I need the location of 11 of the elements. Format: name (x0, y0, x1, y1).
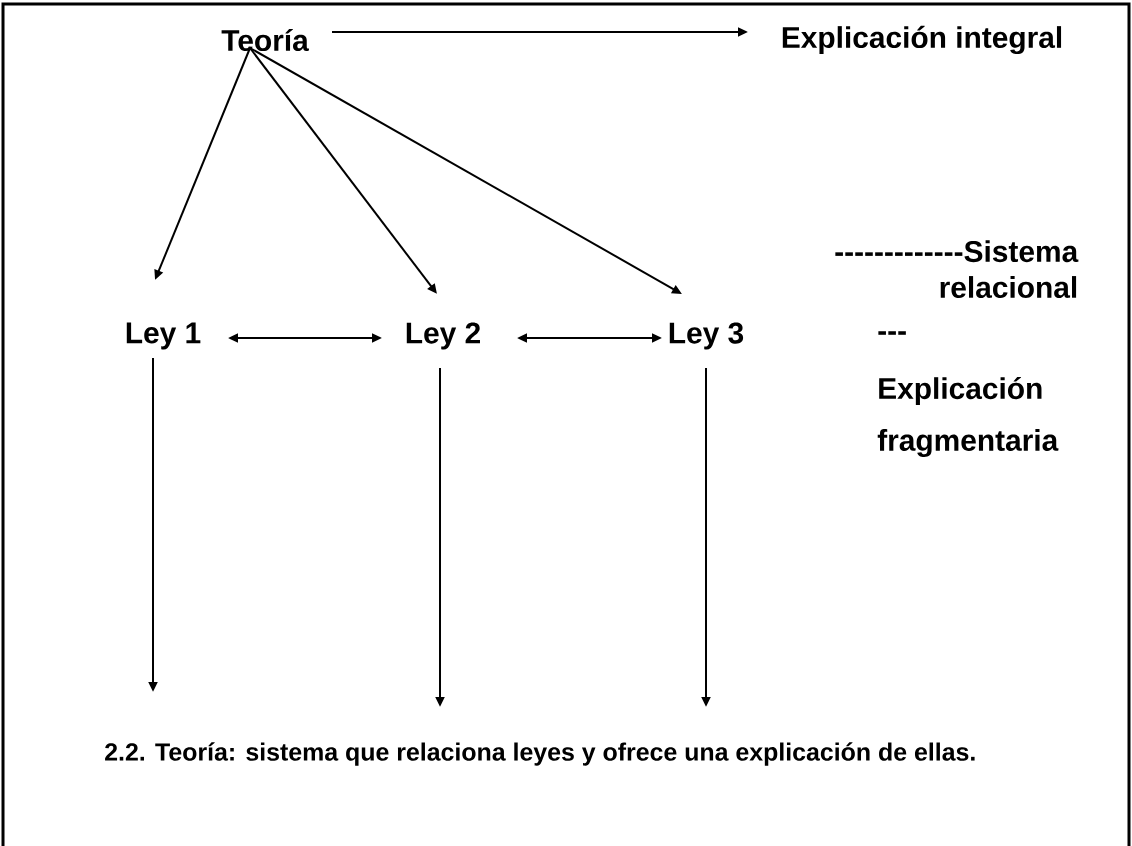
note-text: --- (878, 331, 906, 335)
arrow (249, 47, 437, 294)
term-label: Ley 3 (669, 322, 744, 350)
term-label: Ley 2 (406, 322, 480, 350)
term-label: Teoría (221, 28, 309, 52)
note-text: fragmentaria (877, 429, 1059, 457)
note-text: -------------Sistema relacional (835, 240, 1079, 298)
term-label: Explicación integral (782, 25, 1062, 55)
caption: 2.2. Teoría: sistema que relaciona leyes y ofrece una explicación de ellas. (105, 742, 975, 766)
term-label: Ley 1 (126, 322, 201, 350)
note-text: Explicación (879, 376, 1042, 406)
